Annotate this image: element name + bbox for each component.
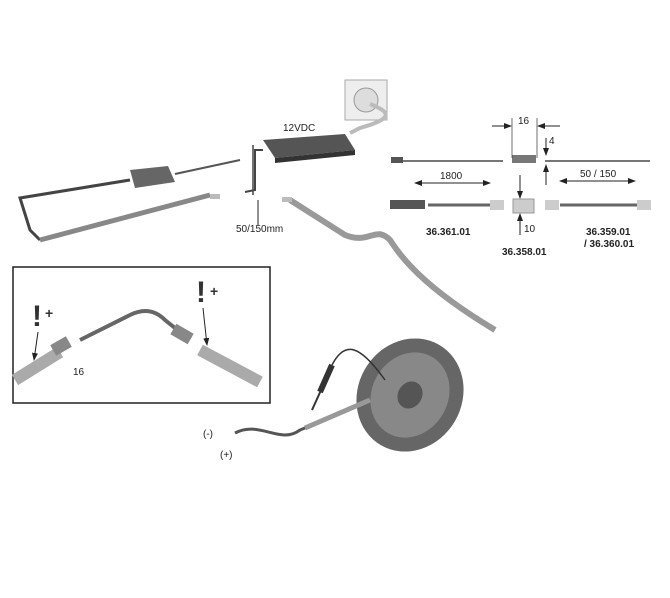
part-number-a: 36.361.01 [426,227,471,238]
led-reel [356,338,464,452]
cable-length-label: 50/150mm [236,224,283,235]
inset-detail: ! + ! + 16 [11,266,271,404]
polarity-plus: (+) [220,450,233,461]
led-strip-right [288,197,497,333]
wall-socket [344,79,388,135]
part-number-b: 36.358.01 [502,247,547,258]
warning-icon: ! [32,300,42,333]
dim-connector: 10 [524,224,536,235]
power-supply: 12VDC [244,123,355,195]
led-strip-left [39,192,211,243]
plus-icon: + [210,283,218,299]
dim-50-150: 50 / 150 [580,169,617,180]
part-number-c: 36.359.01 [586,227,631,238]
dim-1800: 1800 [440,171,463,182]
supply-cable [234,403,361,437]
led-strip-end [304,397,371,431]
inset-dim: 16 [73,367,85,378]
dim-width: 16 [518,116,530,127]
distributor-box [18,159,241,242]
connector [282,197,292,202]
connector [210,194,220,199]
part-number-c-alt: / 36.360.01 [584,239,634,250]
soldering-iron-icon [311,348,386,411]
dim-height: 4 [549,136,555,147]
polarity-minus: (-) [203,429,213,440]
warning-icon: ! [196,276,206,309]
connector-specs: 16 4 1800 50 / 150 10 36.361.01 36.358.0… [390,116,651,258]
plus-icon: + [45,305,53,321]
power-supply-label: 12VDC [283,123,315,134]
